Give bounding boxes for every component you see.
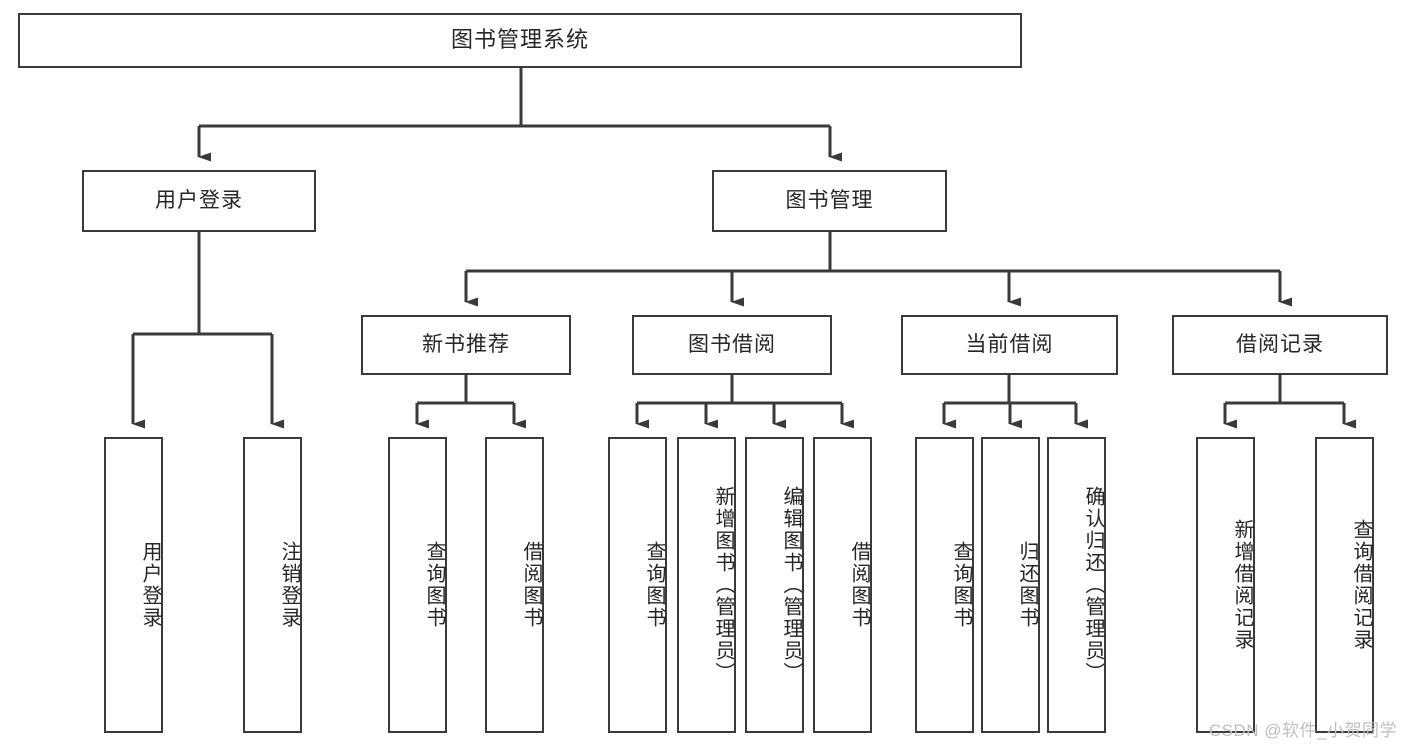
node-borrow-record[interactable]: 借阅记录 xyxy=(1172,315,1388,375)
node-leaf-logout-login-label: 注销登录 xyxy=(278,541,300,629)
node-leaf-add-record-label: 新增借阅记录 xyxy=(1231,519,1253,651)
node-leaf-edit-book-label: 编辑图书（管理员） xyxy=(780,486,802,684)
node-leaf-query-record-label: 查询借阅记录 xyxy=(1350,519,1372,651)
node-current-borrow-label: 当前借阅 xyxy=(965,333,1054,357)
node-leaf-query-book-2-label: 查询图书 xyxy=(643,541,665,629)
node-leaf-borrow-book-2[interactable]: 借阅图书 xyxy=(813,437,872,733)
node-leaf-borrow-book-2-label: 借阅图书 xyxy=(848,541,870,629)
node-book-manage[interactable]: 图书管理 xyxy=(712,170,947,232)
node-leaf-user-login[interactable]: 用户登录 xyxy=(104,437,163,733)
node-current-borrow[interactable]: 当前借阅 xyxy=(901,315,1118,375)
node-leaf-query-record[interactable]: 查询借阅记录 xyxy=(1315,437,1374,733)
node-leaf-borrow-book-1-label: 借阅图书 xyxy=(520,541,542,629)
node-leaf-confirm-return-label: 确认归还（管理员） xyxy=(1082,486,1104,684)
node-leaf-query-book-1-label: 查询图书 xyxy=(423,541,445,629)
node-leaf-return-book-label: 归还图书 xyxy=(1016,541,1038,629)
node-leaf-query-book-1[interactable]: 查询图书 xyxy=(388,437,447,733)
node-leaf-edit-book[interactable]: 编辑图书（管理员） xyxy=(745,437,804,733)
node-leaf-add-book-label: 新增图书（管理员） xyxy=(712,486,734,684)
node-leaf-return-book[interactable]: 归还图书 xyxy=(981,437,1040,733)
node-book-borrow-label: 图书借阅 xyxy=(688,333,776,357)
node-leaf-logout-login[interactable]: 注销登录 xyxy=(243,437,302,733)
node-new-book-recommend-label: 新书推荐 xyxy=(422,333,510,357)
node-root[interactable]: 图书管理系统 xyxy=(18,13,1022,68)
node-user-login[interactable]: 用户登录 xyxy=(82,170,316,232)
node-leaf-add-book[interactable]: 新增图书（管理员） xyxy=(677,437,736,733)
node-root-label: 图书管理系统 xyxy=(450,27,589,53)
node-leaf-confirm-return[interactable]: 确认归还（管理员） xyxy=(1047,437,1106,733)
node-user-login-label: 用户登录 xyxy=(155,189,243,213)
node-leaf-borrow-book-1[interactable]: 借阅图书 xyxy=(485,437,544,733)
node-leaf-query-book-3[interactable]: 查询图书 xyxy=(915,437,974,733)
node-book-borrow[interactable]: 图书借阅 xyxy=(632,315,832,375)
node-leaf-query-book-3-label: 查询图书 xyxy=(950,541,972,629)
node-leaf-query-book-2[interactable]: 查询图书 xyxy=(608,437,667,733)
node-leaf-user-login-label: 用户登录 xyxy=(139,541,161,629)
node-new-book-recommend[interactable]: 新书推荐 xyxy=(361,315,571,375)
node-book-manage-label: 图书管理 xyxy=(785,189,874,213)
node-borrow-record-label: 借阅记录 xyxy=(1236,333,1324,357)
node-leaf-add-record[interactable]: 新增借阅记录 xyxy=(1196,437,1255,733)
